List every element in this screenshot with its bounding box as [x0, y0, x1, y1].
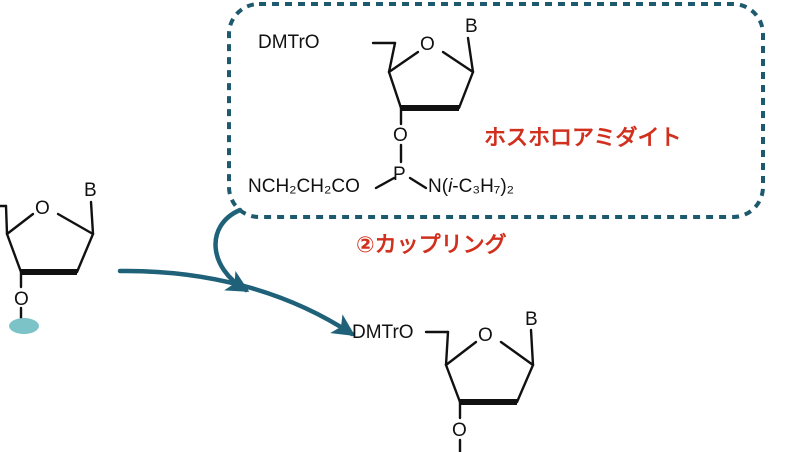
phosphoramidite-label: ホスホロアミダイト	[484, 125, 682, 151]
support-ring-c3-c4-bond	[5, 232, 23, 274]
support-linker-oxygen: O	[14, 289, 29, 310]
product-c1-base-bond	[529, 328, 535, 367]
amidite-dmtro-label: DMTrO	[258, 32, 320, 53]
support-c1-base-bond	[89, 200, 95, 236]
coupling-arrow	[117, 268, 356, 337]
amidite-ring-c1-c2-bond	[457, 70, 475, 110]
amidite-ring-c4-o-bond	[387, 50, 420, 74]
phosphoramidite-molecule: DMTrO O B O P NCH₂CH₂CO N(i-C₃H₇)₂	[248, 16, 514, 197]
amidite-c5-c4-bond	[387, 41, 397, 74]
solid-support-bead-icon	[9, 318, 39, 334]
amidite-c1-base-bond	[466, 36, 475, 74]
amidite-phosphorus: P	[393, 164, 406, 185]
product-ring-o-c1-bond	[499, 340, 535, 367]
support-base: B	[84, 180, 97, 201]
coupling-step-label: ②カップリング	[356, 232, 507, 258]
product-ring-c1-c2-bond	[515, 363, 535, 404]
amine-italic: i	[448, 176, 453, 197]
amidite-p-right-bond	[408, 176, 428, 190]
amine-suffix: -C₃H₇)₂	[452, 176, 514, 197]
amidite-ring-oxygen: O	[420, 34, 435, 55]
support-nucleoside: O B O	[0, 180, 97, 334]
amidite-base: B	[465, 16, 478, 37]
support-ring-c1-c2-bond	[75, 232, 95, 274]
product-ring-c4-o-bond	[444, 340, 478, 367]
product-molecule: DMTrO O B O	[352, 309, 538, 452]
product-ring-c3-c4-bond	[444, 363, 462, 404]
product-ring-oxygen: O	[478, 325, 493, 346]
support-c5-c4-bond	[4, 204, 9, 236]
product-c5-c4-bond	[444, 330, 450, 367]
support-ring-oxygen: O	[35, 198, 50, 219]
amidite-p-left-bond	[374, 176, 396, 190]
support-ring-o-c1-bond	[56, 212, 95, 236]
support-ring-c4-o-bond	[5, 212, 35, 236]
amine-prefix: N(	[428, 176, 449, 197]
phosphoramidite-dashed-box	[227, 2, 765, 219]
amidite-cyanoethoxy: NCH₂CH₂CO	[248, 176, 360, 197]
product-linker-oxygen: O	[452, 420, 467, 441]
amidite-linker-oxygen: O	[393, 125, 408, 146]
product-base: B	[525, 309, 538, 330]
product-dmtro-label: DMTrO	[352, 322, 414, 343]
amidite-diisopropylamino: N(i-C₃H₇)₂	[428, 176, 514, 197]
amidite-ring-c3-c4-bond	[387, 70, 403, 110]
amidite-ring-o-c1-bond	[441, 50, 475, 74]
